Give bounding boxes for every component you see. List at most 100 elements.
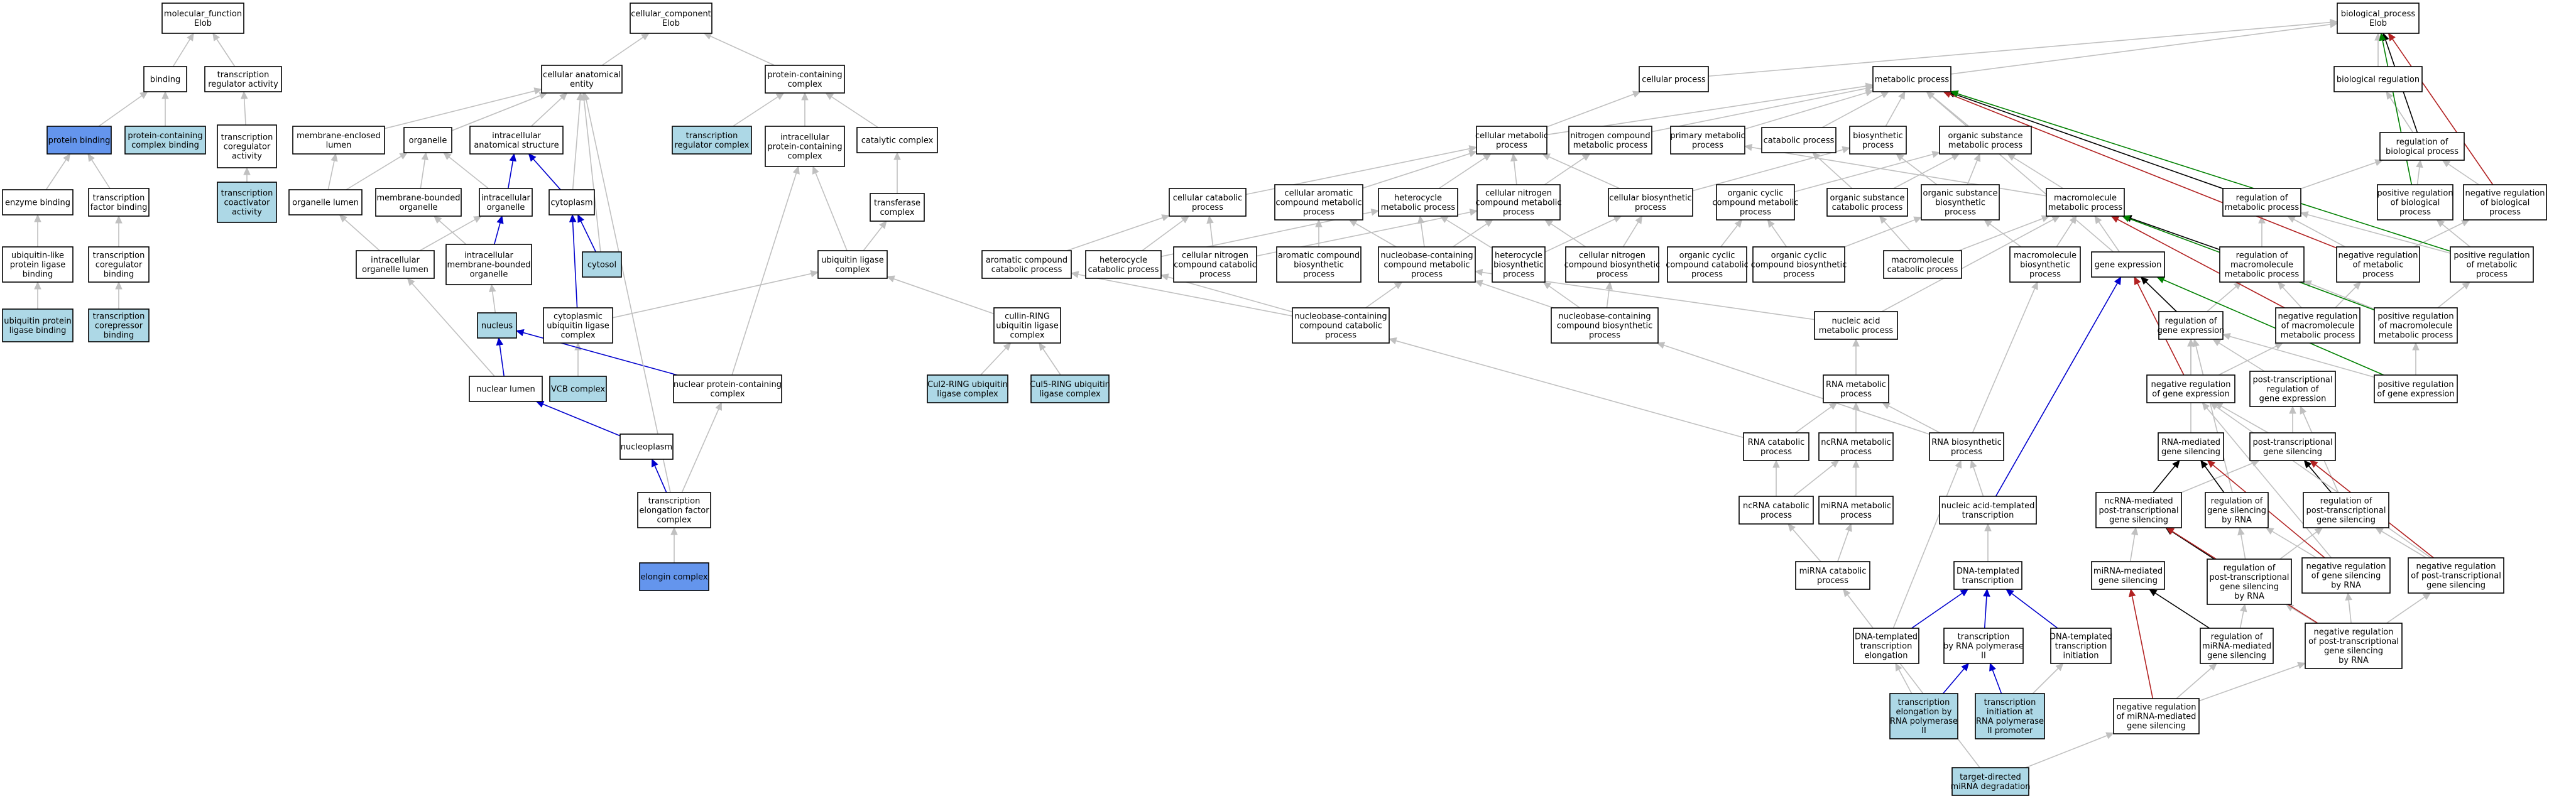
- go-term-genexp[interactable]: gene expression: [2091, 251, 2165, 278]
- go-term-nucleus[interactable]: nucleus: [477, 312, 517, 339]
- go-term-catproc[interactable]: catabolic process: [1761, 127, 1836, 153]
- go-term-protbind[interactable]: protein binding: [46, 126, 112, 155]
- go-term-nlumen[interactable]: nuclear lumen: [469, 376, 543, 402]
- go-term-bioreg[interactable]: biological regulation: [2333, 66, 2423, 92]
- go-term-cytoplasm[interactable]: cytoplasm: [548, 189, 595, 215]
- go-term-enzb[interactable]: enzyme binding: [2, 189, 74, 215]
- go-term-binding[interactable]: binding: [143, 66, 187, 92]
- go-term-elongin[interactable]: elongin complex: [639, 562, 709, 591]
- go-term-catc[interactable]: catalytic complex: [856, 127, 938, 153]
- go-term-vcb[interactable]: VCB complex: [549, 376, 607, 402]
- go-term-nucleoplasm[interactable]: nucleoplasm: [619, 433, 674, 460]
- go-term-organelle[interactable]: organelle: [403, 127, 452, 153]
- go-term-cellproc[interactable]: cellular process: [1639, 66, 1709, 92]
